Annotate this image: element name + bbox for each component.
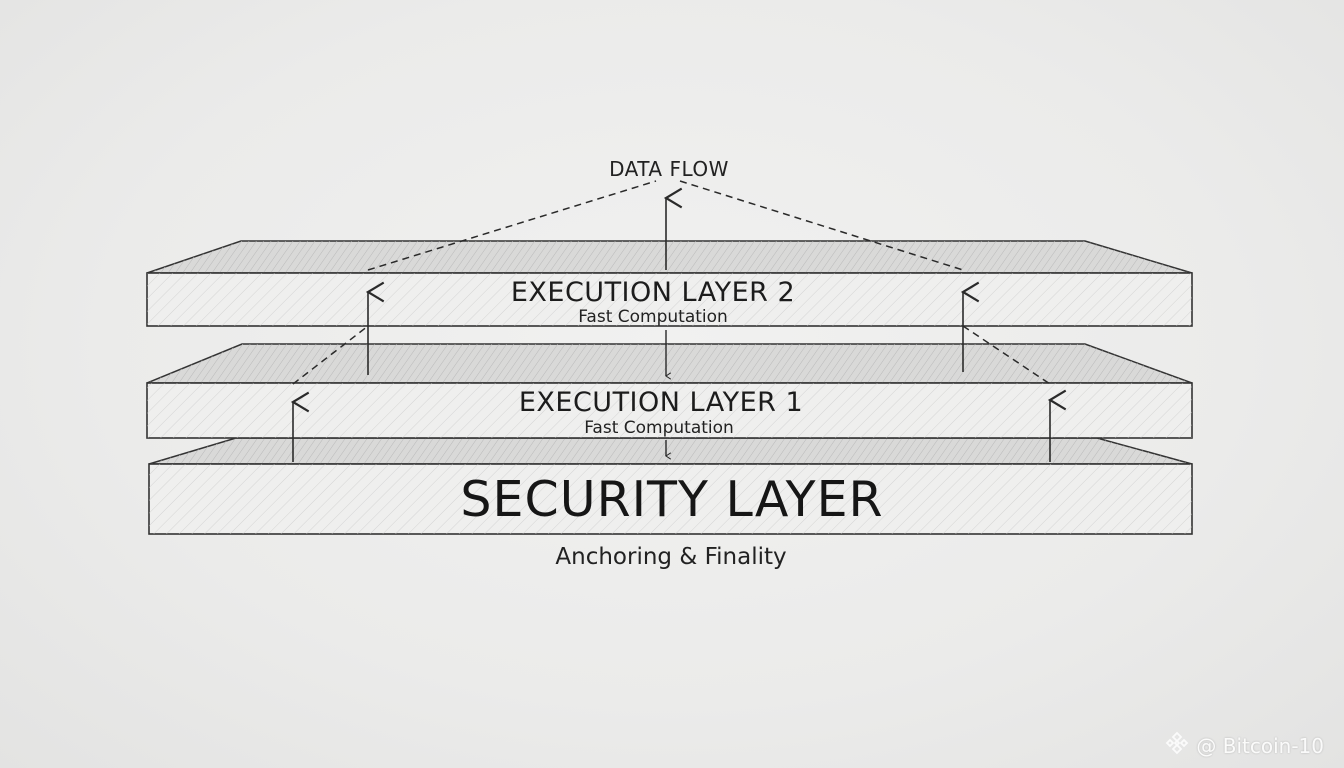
binance-logo-icon [1164, 730, 1190, 761]
security-layer-subtitle: Anchoring & Finality [555, 544, 787, 570]
data-flow-up-arrows [290, 187, 1067, 462]
data-flow-label: DATA FLOW [609, 157, 729, 181]
watermark-text: @ Bitcoin-10 [1196, 733, 1324, 758]
execution-layer-1-slab [146, 343, 1193, 439]
execution-layer-1-title: EXECUTION LAYER 1 [518, 387, 804, 418]
watermark: @ Bitcoin-10 [1164, 730, 1324, 761]
execution-layer-2-title: EXECUTION LAYER 2 [510, 277, 796, 308]
security-layer-title: SECURITY LAYER [460, 471, 884, 528]
execution-layer-2-subtitle: Fast Computation [578, 307, 728, 327]
data-flow-dashed-lines [292, 180, 1051, 385]
execution-layer-1-subtitle: Fast Computation [584, 418, 734, 438]
security-layer-slab [148, 437, 1193, 535]
execution-layer-2-slab [146, 240, 1193, 327]
